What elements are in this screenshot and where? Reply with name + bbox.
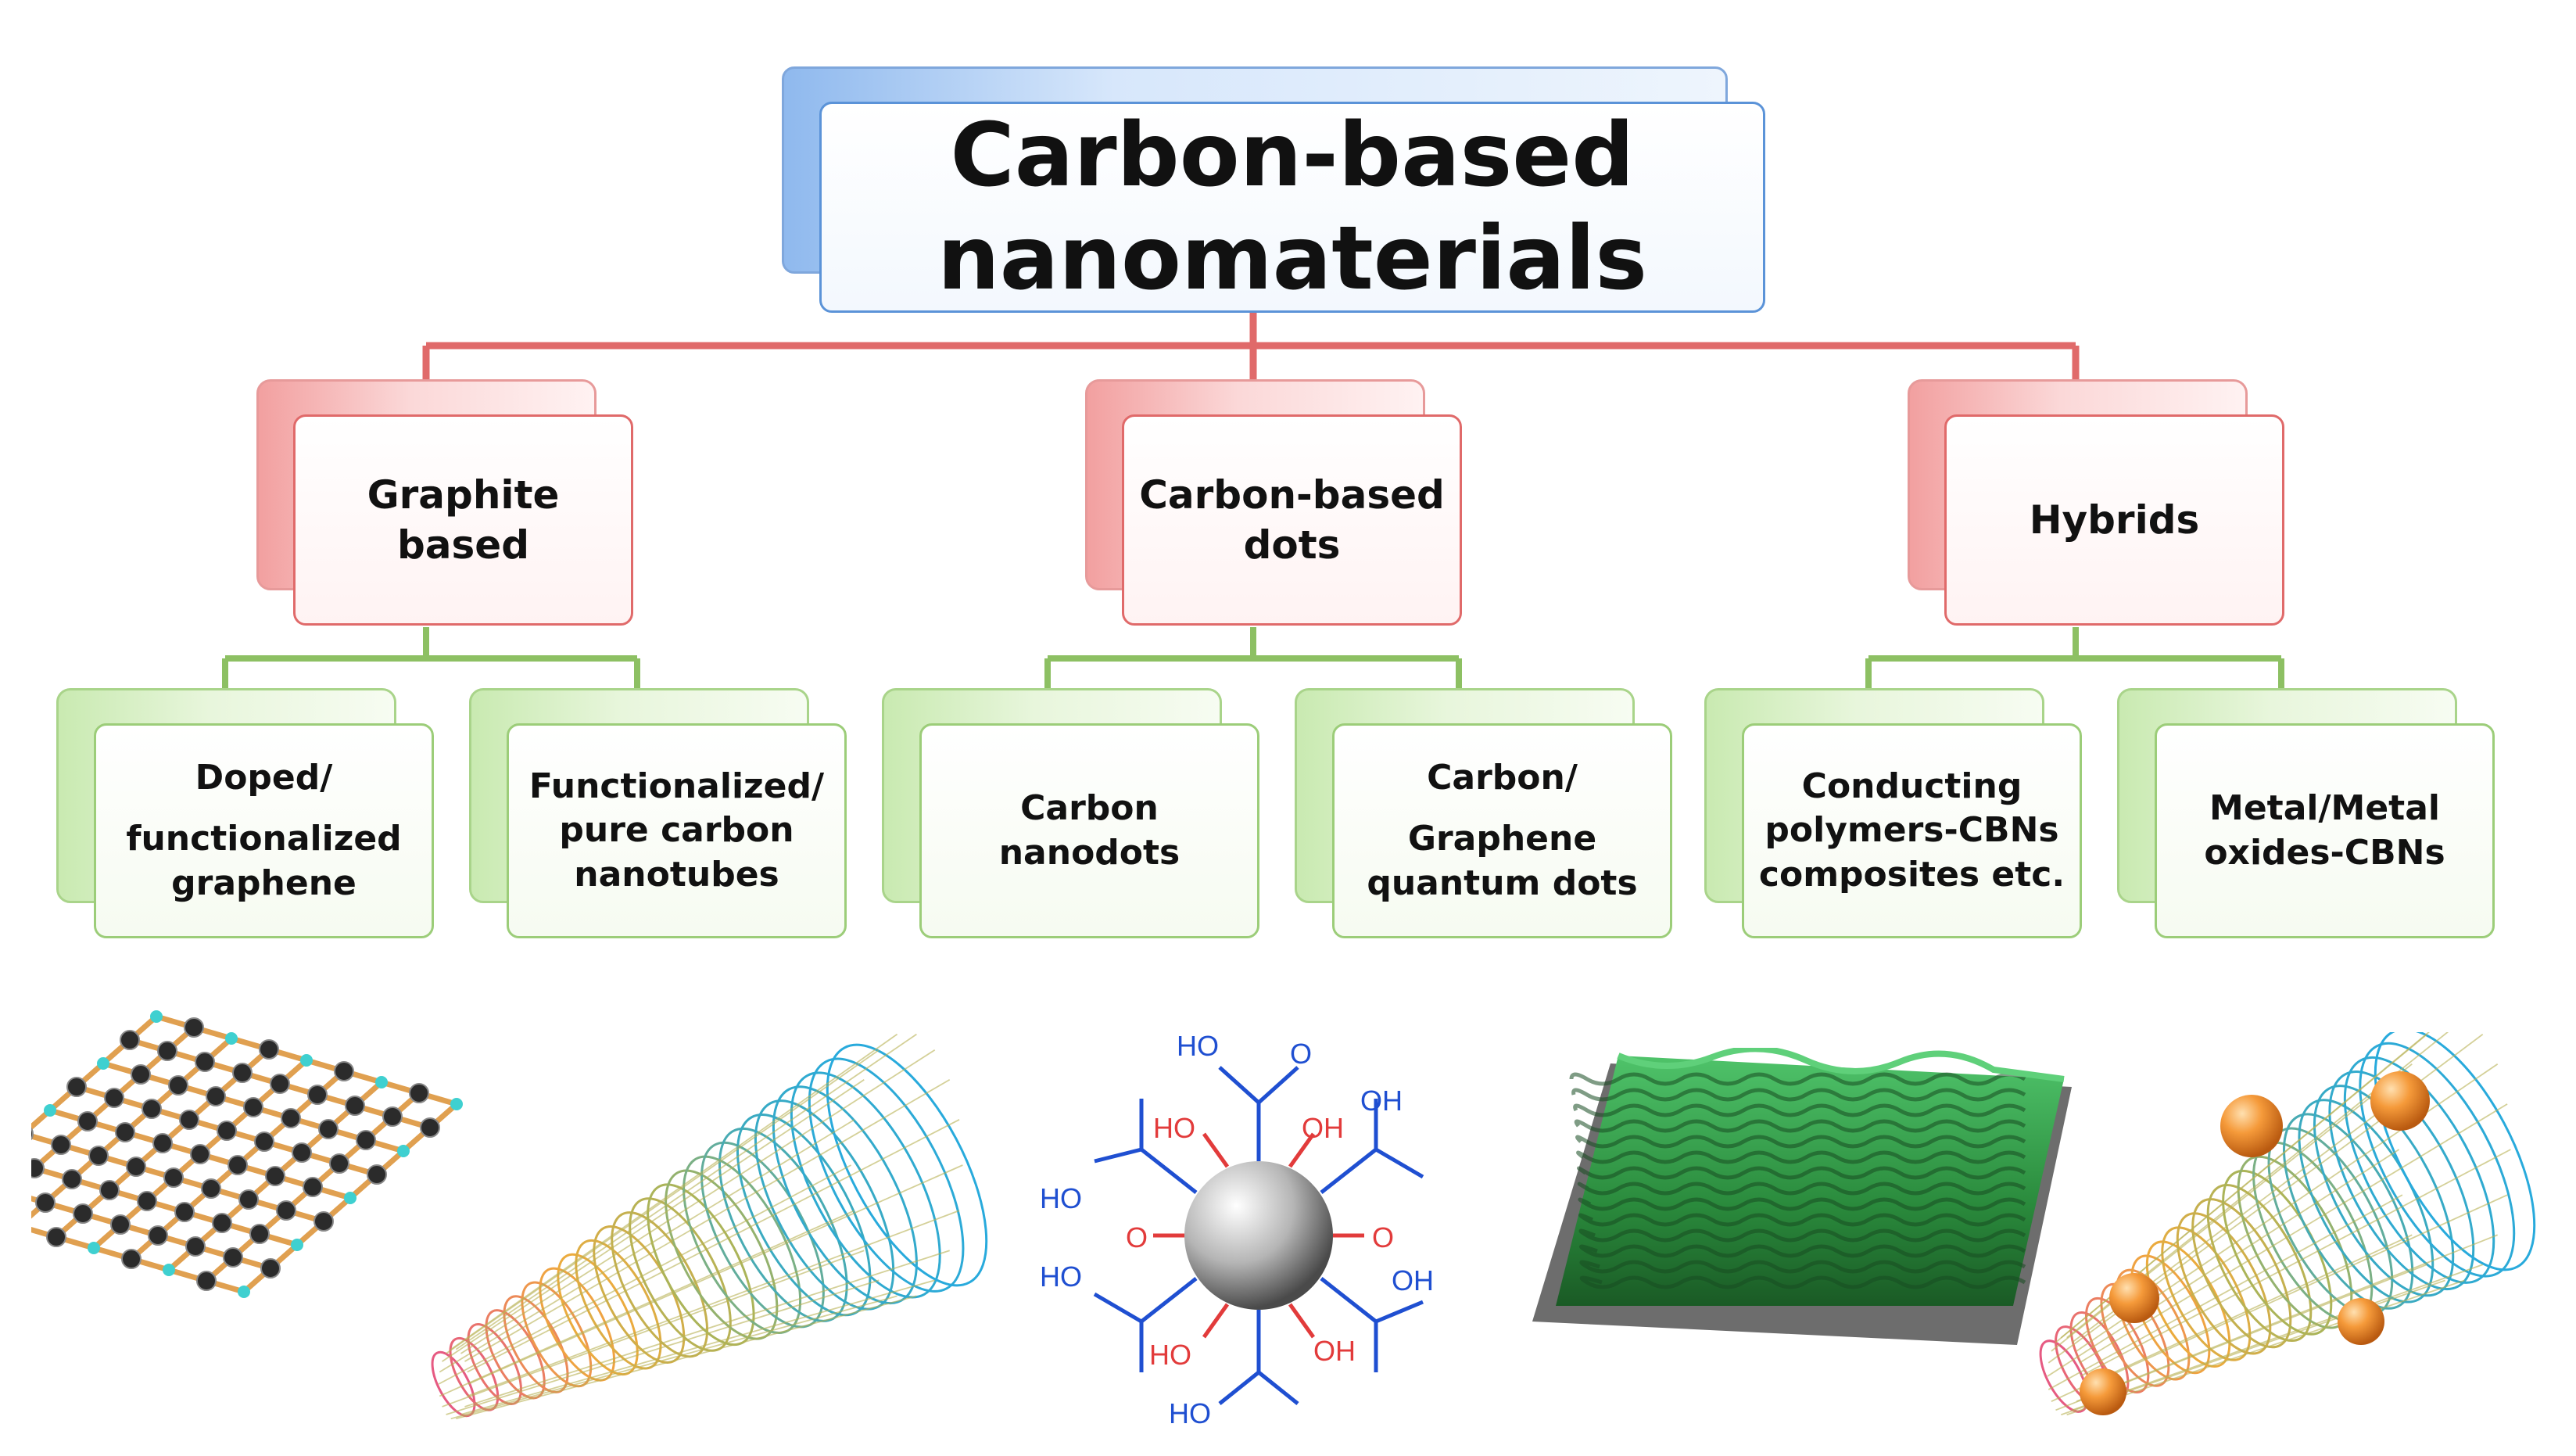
leaf-graphene-quantum-dots: Carbon/ Graphene quantum dots	[1332, 723, 1672, 938]
category-graphite-based: Graphite based	[293, 414, 633, 626]
root-title-line2: nanomaterials	[937, 208, 1648, 310]
leaf-label: quantum dots	[1367, 862, 1638, 903]
leaf-conducting-polymers: Conducting polymers-CBNs composites etc.	[1742, 723, 2082, 938]
leaf-metal-oxides: Metal/Metal oxides-CBNs	[2155, 723, 2495, 938]
svg-text:O: O	[1126, 1221, 1148, 1253]
svg-text:HO: HO	[1040, 1182, 1082, 1214]
leaf-label: composites etc.	[1758, 854, 2065, 895]
leaf-label: Metal/Metal	[2209, 788, 2440, 829]
leaf-carbon-nanodots: Carbon nanodots	[919, 723, 1259, 938]
leaf-label: Carbon/	[1427, 758, 1578, 798]
leaf-label: oxides-CBNs	[2204, 832, 2445, 873]
category-label: dots	[1243, 522, 1341, 568]
leaf-label: pure carbon	[559, 810, 794, 851]
carbon-dot-molecule-icon: HO O HO OH OH HO O O OH HO HO OH HO	[1040, 1032, 1434, 1429]
leaf-carbon-nanotubes: Functionalized/ pure carbon nanotubes	[507, 723, 847, 938]
svg-text:OH: OH	[1302, 1112, 1344, 1144]
category-hybrids: Hybrids	[1944, 414, 2284, 626]
svg-text:HO: HO	[1177, 1032, 1219, 1062]
leaf-label: Carbon	[1020, 788, 1159, 829]
leaf-label: polymers-CBNs	[1765, 810, 2059, 851]
leaf-label: Graphene	[1407, 819, 1597, 859]
svg-text:HO: HO	[1169, 1397, 1211, 1429]
root-title-line1: Carbon-based	[950, 104, 1635, 206]
svg-text:HO: HO	[1040, 1261, 1082, 1293]
leaf-label: nanodots	[998, 832, 1181, 873]
svg-text:O: O	[1290, 1038, 1312, 1070]
leaf-label: Functionalized/	[528, 766, 825, 807]
root-node: Carbon-based nanomaterials	[819, 102, 1765, 313]
polymer-composite-icon	[1532, 1048, 2072, 1345]
category-label: Carbon-based	[1139, 472, 1445, 518]
category-label: Hybrids	[2029, 497, 2200, 543]
svg-text:OH: OH	[1360, 1085, 1403, 1117]
svg-text:OH: OH	[1392, 1264, 1434, 1296]
category-label: based	[397, 522, 529, 568]
svg-text:HO: HO	[1149, 1339, 1191, 1371]
leaf-label: Doped/	[195, 758, 333, 798]
leaf-label: Conducting	[1801, 766, 2022, 807]
leaf-label: functionalized	[126, 819, 402, 859]
leaf-label: nanotubes	[574, 854, 779, 895]
leaf-label: graphene	[171, 862, 356, 903]
svg-text:HO: HO	[1153, 1112, 1195, 1144]
leaf-doped-graphene: Doped/ functionalized graphene	[94, 723, 434, 938]
svg-text:OH: OH	[1313, 1335, 1356, 1367]
carbon-nanotube-icon	[431, 1033, 988, 1420]
category-carbon-based-dots: Carbon-based dots	[1122, 414, 1462, 626]
metal-decorated-nanotube-icon	[2039, 1032, 2536, 1416]
svg-text:O: O	[1372, 1221, 1394, 1253]
graphene-sheet-icon	[31, 1010, 463, 1298]
category-label: Graphite	[367, 472, 560, 518]
